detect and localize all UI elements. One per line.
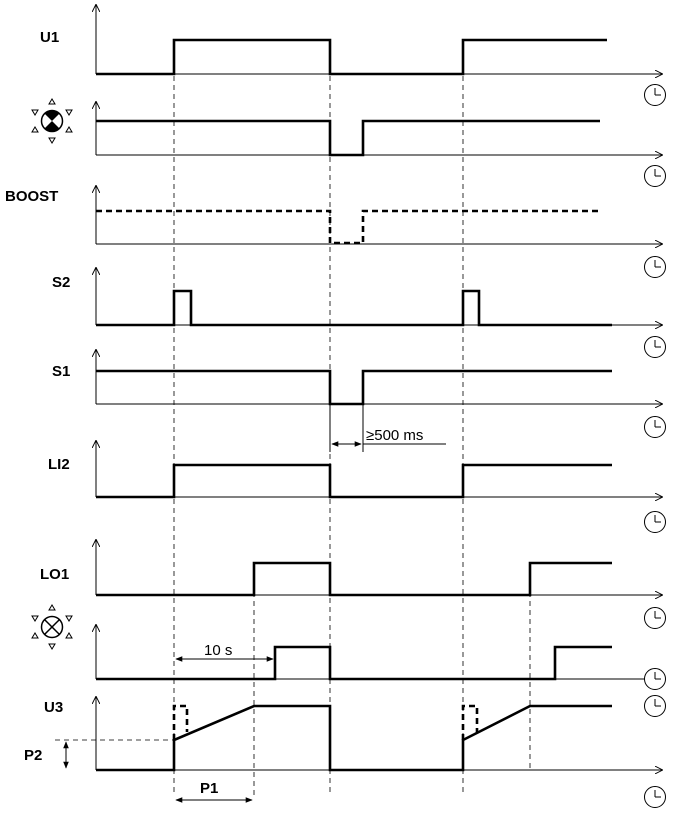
clock-icon bbox=[644, 695, 666, 717]
waveform-boost bbox=[96, 209, 600, 245]
signal-label-boost: BOOST bbox=[5, 188, 58, 205]
clock-icon bbox=[644, 256, 666, 278]
signal-label-u3: U3 bbox=[44, 699, 63, 716]
signal-label-s1: S1 bbox=[52, 363, 70, 380]
row-led bbox=[31, 98, 666, 187]
clock-icon bbox=[644, 165, 666, 187]
led-burst-icon bbox=[31, 98, 73, 144]
row-s2: S2 bbox=[52, 268, 666, 358]
signal-label-li2: LI2 bbox=[48, 456, 70, 473]
row-u1: U1 bbox=[40, 5, 666, 106]
lamp-burst-icon bbox=[31, 604, 73, 650]
delay-label: 10 s bbox=[204, 642, 232, 659]
p2-label: P2 bbox=[24, 747, 42, 764]
row-lo1: LO1 bbox=[40, 540, 666, 629]
clock-icon bbox=[644, 668, 666, 690]
waveform-li2 bbox=[96, 463, 612, 499]
waveform-led bbox=[96, 119, 600, 157]
row-boost: BOOST bbox=[5, 186, 666, 278]
waveform-lamp bbox=[96, 645, 612, 681]
waveform-u3 bbox=[96, 704, 612, 772]
waveform-lo1 bbox=[96, 561, 612, 597]
p1-label: P1 bbox=[200, 780, 218, 797]
clock-icon bbox=[644, 786, 666, 808]
row-lamp: 10 s bbox=[31, 604, 666, 690]
signal-label-s2: S2 bbox=[52, 274, 70, 291]
clock-icon bbox=[644, 607, 666, 629]
guide-lines bbox=[173, 40, 531, 795]
waveform-s1 bbox=[96, 369, 612, 406]
signal-label-u1: U1 bbox=[40, 29, 59, 46]
boost-pulse-2 bbox=[461, 704, 479, 740]
boost-pulse-1 bbox=[172, 704, 189, 740]
clock-icon bbox=[644, 84, 666, 106]
waveform-u1 bbox=[96, 38, 607, 76]
row-li2: LI2 bbox=[48, 441, 666, 533]
min-pulse-label: ≥500 ms bbox=[366, 427, 423, 444]
row-u3: U3 P2 P1 bbox=[24, 695, 666, 808]
clock-icon bbox=[644, 416, 666, 438]
row-s1: S1 ≥500 ms bbox=[52, 350, 666, 452]
clock-icon bbox=[644, 511, 666, 533]
clock-icon bbox=[644, 336, 666, 358]
signal-label-lo1: LO1 bbox=[40, 566, 69, 583]
waveform-s2 bbox=[96, 289, 612, 327]
